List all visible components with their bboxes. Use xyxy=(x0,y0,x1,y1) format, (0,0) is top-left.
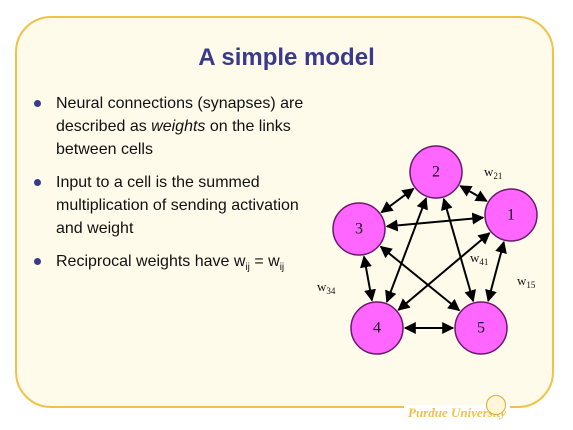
node-label-2: 2 xyxy=(432,164,440,181)
weight-label-w34: w34 xyxy=(317,279,336,296)
edge-1-2 xyxy=(459,185,488,202)
bullet-dot-icon xyxy=(34,179,41,186)
edge-1-5 xyxy=(485,240,507,303)
node-label-3: 3 xyxy=(355,221,363,238)
bullet-item: Neural connections (synapses) are descri… xyxy=(32,92,322,161)
node-label-1: 1 xyxy=(507,207,515,224)
node-label-5: 5 xyxy=(477,320,485,337)
bullet-list: Neural connections (synapses) are descri… xyxy=(32,92,322,289)
weight-label-w21: w21 xyxy=(484,164,502,181)
bullet-item: Reciprocal weights have wij = wij xyxy=(32,250,322,279)
bullet-text: Input to a cell is the summed multiplica… xyxy=(56,174,299,237)
footer-university: Purdue University xyxy=(404,405,510,421)
weight-labels: w21 w41 w34 w15 xyxy=(317,164,536,296)
bullet-text: weights xyxy=(151,118,206,135)
bullet-text: = w xyxy=(249,253,280,270)
university-seal-icon xyxy=(486,395,506,415)
node-2 xyxy=(409,145,463,199)
bullet-dot-icon xyxy=(34,258,41,265)
node-3 xyxy=(332,202,386,256)
weight-label-w15: w15 xyxy=(517,273,536,290)
node-4 xyxy=(350,301,404,355)
node-5 xyxy=(454,301,508,355)
bullet-dot-icon xyxy=(34,100,41,107)
edge-3-4 xyxy=(360,255,376,302)
bullet-text: Reciprocal weights have xyxy=(56,253,234,270)
bullet-text: ij xyxy=(245,262,250,274)
bullet-text: Neural connections (synapses) are descri… xyxy=(56,95,304,135)
network-nodes: 1 2 3 4 5 xyxy=(332,145,538,355)
edge-3-5 xyxy=(379,245,461,312)
edge-2-3 xyxy=(380,187,415,214)
node-1 xyxy=(484,188,538,242)
weight-label-w41: w41 xyxy=(470,250,488,267)
edge-1-3 xyxy=(385,212,485,232)
bullet-text: ij xyxy=(279,262,285,274)
bullet-text: on the links between cells xyxy=(56,118,291,158)
network-edges xyxy=(360,185,507,334)
node-label-4: 4 xyxy=(373,320,381,337)
bullet-text: w xyxy=(233,253,246,270)
bullet-item: Input to a cell is the summed multiplica… xyxy=(32,171,322,240)
edge-2-4 xyxy=(385,197,428,303)
slide-title: A simple model xyxy=(198,44,375,71)
